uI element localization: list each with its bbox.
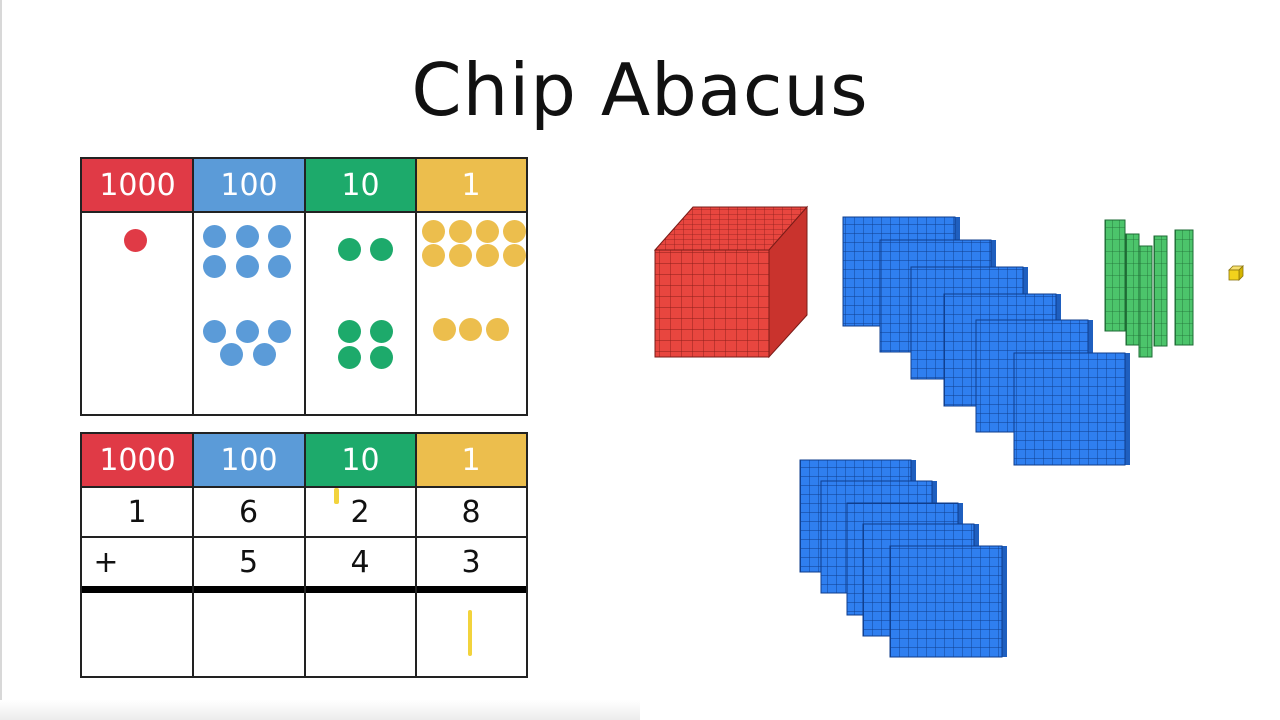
header-thousands: 1000 <box>82 159 193 211</box>
chip-ones[interactable] <box>422 220 445 243</box>
chip-ones[interactable] <box>449 220 472 243</box>
ten-rods <box>1104 219 1194 358</box>
column-divider <box>192 434 194 676</box>
chip-hundreds[interactable] <box>220 343 243 366</box>
chip-hundreds[interactable] <box>236 320 259 343</box>
slide-title: Chip Abacus <box>411 48 869 132</box>
header-tens: 10 <box>305 159 416 211</box>
chip-ones[interactable] <box>433 318 456 341</box>
chip-ones[interactable] <box>476 244 499 267</box>
header-thousands: 1000 <box>82 434 193 486</box>
chip-tens[interactable] <box>370 346 393 369</box>
column-divider <box>192 159 194 414</box>
chip-abacus-grid: 1000 100 10 1 <box>80 157 528 416</box>
chip-hundreds[interactable] <box>268 255 291 278</box>
addend1-tens: 2 <box>350 494 370 530</box>
chip-tens[interactable] <box>338 346 361 369</box>
chip-hundreds[interactable] <box>236 255 259 278</box>
column-divider <box>415 159 417 414</box>
column-divider <box>304 159 306 414</box>
chip-tens[interactable] <box>338 238 361 261</box>
bottom-shade <box>0 700 640 720</box>
chip-ones[interactable] <box>459 318 482 341</box>
plus-sign: + <box>93 544 119 580</box>
chip-hundreds[interactable] <box>253 343 276 366</box>
hundred-flats-bottom <box>799 459 1007 658</box>
header-hundreds: 100 <box>193 159 305 211</box>
chip-tens[interactable] <box>370 320 393 343</box>
chip-hundreds[interactable] <box>268 320 291 343</box>
cursor-mark <box>468 610 472 656</box>
header-ones: 1 <box>416 159 526 211</box>
chip-hundreds[interactable] <box>203 320 226 343</box>
addend2-hundreds: 5 <box>238 544 259 580</box>
chip-ones[interactable] <box>503 244 526 267</box>
thousand-cube <box>653 205 809 359</box>
chip-thousands[interactable] <box>124 229 147 252</box>
chip-hundreds[interactable] <box>236 225 259 248</box>
header-tens: 10 <box>305 434 416 486</box>
addend1-hundreds: 6 <box>238 494 259 530</box>
addend1-ones: 8 <box>461 494 481 530</box>
chip-hundreds[interactable] <box>203 225 226 248</box>
chip-ones[interactable] <box>422 244 445 267</box>
header-ones: 1 <box>416 434 526 486</box>
chip-tens[interactable] <box>338 320 361 343</box>
header-hundreds: 100 <box>193 434 305 486</box>
addition-table: 1000 100 10 1 1 6 2 8 + 5 4 3 <box>80 432 528 678</box>
addend2-ones: 3 <box>461 544 481 580</box>
addend2-tens: 4 <box>350 544 370 580</box>
column-divider <box>304 434 306 676</box>
chip-ones[interactable] <box>476 220 499 243</box>
chip-ones[interactable] <box>486 318 509 341</box>
chip-ones[interactable] <box>449 244 472 267</box>
chip-hundreds[interactable] <box>203 255 226 278</box>
chip-hundreds[interactable] <box>268 225 291 248</box>
unit-cube <box>1228 265 1244 281</box>
carry-mark <box>334 488 339 504</box>
addend1-thousands: 1 <box>127 494 147 530</box>
chip-ones[interactable] <box>503 220 526 243</box>
column-divider <box>415 434 417 676</box>
hundred-flats-top <box>842 216 1130 466</box>
chip-tens[interactable] <box>370 238 393 261</box>
